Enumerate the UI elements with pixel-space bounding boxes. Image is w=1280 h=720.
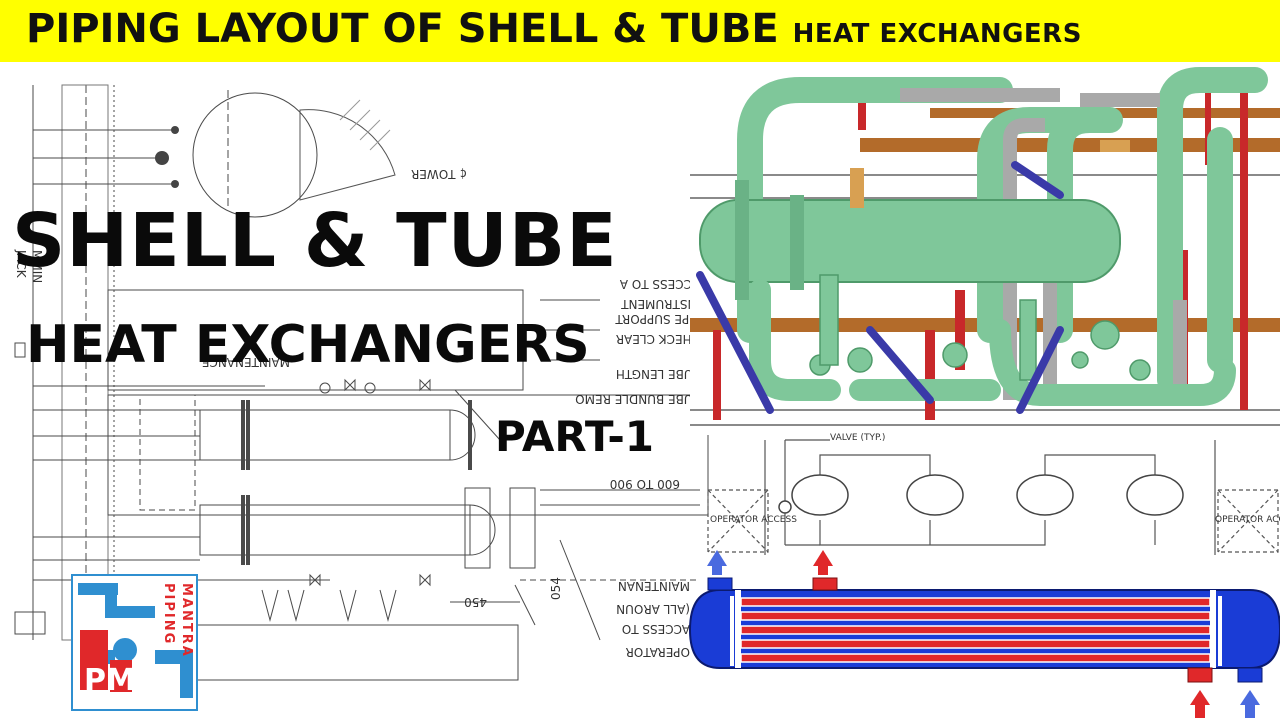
label-mmin: MMIN [30, 250, 44, 283]
operator-access-right: OPERATOR ACCESS [1215, 515, 1280, 525]
valve-typ-label: VALVE (TYP.) [830, 433, 885, 443]
logo-word-piping: PIPING [161, 583, 176, 645]
label-tube-bundle: TUBE BUNDLE REMO [575, 392, 701, 406]
label-maintenance: MAINTENAN [618, 579, 690, 593]
label-all-around: (ALL AROUN [616, 602, 690, 616]
label-pipe-support: PIPE SUPPORT [615, 312, 700, 326]
label-instrument: INSTRUMENT [621, 297, 700, 311]
label-jack: JACK [14, 249, 28, 279]
label-054: 054 [549, 577, 563, 600]
logo-word-mantra: MANTRA [179, 583, 194, 658]
label-access-to: ACCESS TO A [619, 277, 700, 291]
label-operator: OPERATOR [625, 645, 690, 659]
label-check-clear: CHECK CLEAR [616, 332, 700, 346]
headline-shell-tube: SHELL & TUBE [12, 198, 618, 284]
banner-title-tail: HEAT EXCHANGERS [792, 19, 1082, 49]
operator-access-left: OPERATOR ACCESS [710, 515, 797, 525]
title-banner: PIPING LAYOUT OF SHELL & TUBE HEAT EXCHA… [0, 0, 1280, 62]
banner-title-main: PIPING LAYOUT OF SHELL & TUBE [26, 6, 793, 52]
flow-arrow-icon [707, 550, 833, 575]
banner-title: PIPING LAYOUT OF SHELL & TUBE HEAT EXCHA… [26, 6, 1082, 52]
logo-monogram: PM [84, 663, 136, 698]
label-access-to-2: ACCESS TO [622, 622, 690, 636]
headline-heat-exchangers: HEAT EXCHANGERS [26, 315, 590, 375]
label-600-to-900: 600 TO 900 [610, 477, 680, 491]
headline-part-1: PART-1 [495, 412, 655, 461]
label-450: 450 [464, 595, 487, 609]
label-tower: ¢ TOWER [411, 167, 467, 181]
label-maintenance-top: MAINTENANCE [202, 355, 290, 369]
label-tube-length: TUBE LENGTH [616, 367, 701, 381]
